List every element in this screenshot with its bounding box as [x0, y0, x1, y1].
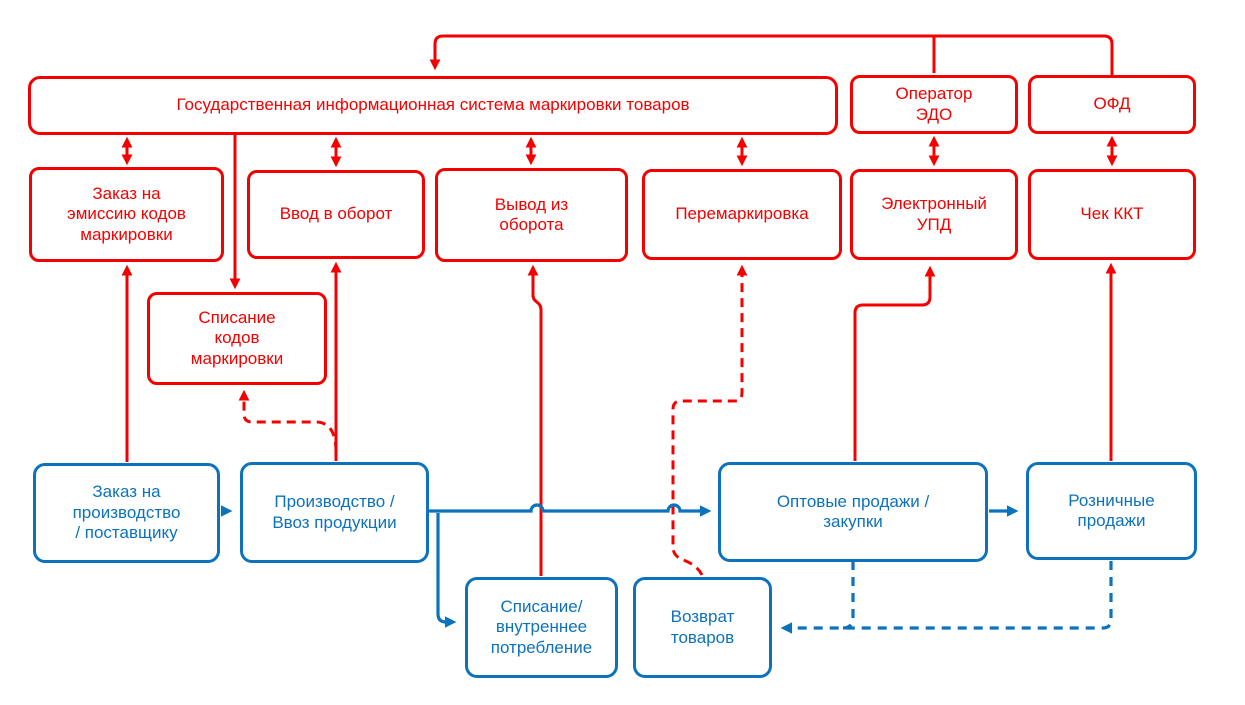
edge-production-to-writeoffint	[436, 513, 457, 628]
node-ofd: ОФД	[1028, 75, 1196, 134]
node-production-order: Заказ на производство / поставщику	[33, 463, 220, 563]
node-production-import: Производство / Ввоз продукции	[240, 462, 429, 563]
node-emission-order: Заказ на эмиссию кодов маркировки	[29, 167, 224, 262]
node-electronic-upd: Электронный УПД	[850, 169, 1018, 260]
node-writeoff-marking-codes: Списание кодов маркировки	[147, 292, 327, 385]
edge-wholesale-to-returns-dashed	[842, 561, 855, 630]
node-edo-operator: Оператор ЭДО	[850, 75, 1018, 134]
edge-returns-to-remarking-dashed	[671, 264, 748, 576]
edge-retail-to-returns-dashed	[780, 561, 1113, 634]
node-gis-marking-system: Государственная информационная система м…	[28, 76, 838, 135]
node-goods-returns: Возврат товаров	[633, 577, 772, 678]
edge-writeoffint-to-output	[527, 264, 543, 576]
node-writeoff-internal-consumption: Списание/ внутреннее потребление	[465, 577, 618, 678]
node-input-into-circulation: Ввод в оборот	[247, 170, 425, 259]
node-output-from-circulation: Вывод из оборота	[435, 168, 628, 262]
node-retail-sales: Розничные продажи	[1026, 462, 1197, 560]
edge-production-to-writeoff-codes-dashed	[238, 389, 338, 452]
edge-wholesale-to-upd	[853, 265, 936, 461]
edge-production-to-wholesale	[429, 503, 712, 517]
node-wholesale-purchases: Оптовые продажи / закупки	[718, 462, 988, 562]
edge-ofd-edo-to-gis	[429, 34, 1114, 75]
node-remarking: Перемаркировка	[642, 169, 842, 260]
node-kkt-receipt: Чек ККТ	[1028, 169, 1196, 260]
